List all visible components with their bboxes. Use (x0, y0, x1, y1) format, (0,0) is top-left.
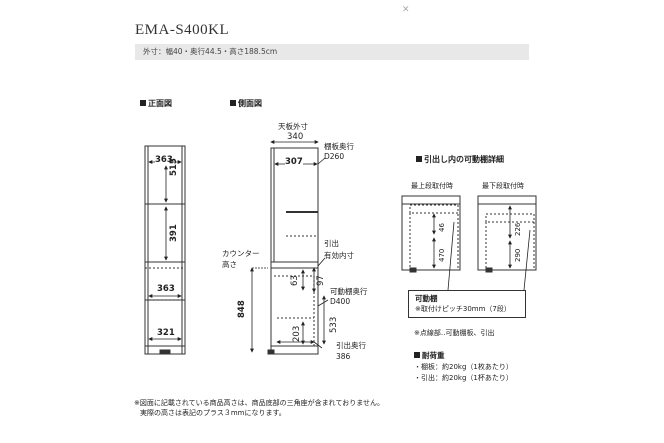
drawer-small: 203 (292, 325, 302, 342)
front-dimensions (148, 160, 182, 341)
detail-leaders (447, 221, 531, 291)
movable-shelf-label: 可動棚奥行 (330, 287, 368, 296)
drawer-h1: 63 (290, 275, 300, 286)
front-width-top: 363 (155, 155, 173, 165)
inner-width: 307 (285, 157, 303, 167)
box-title: 可動棚 (415, 294, 438, 303)
counter-label-2: 高さ (222, 260, 237, 269)
shelf-depth-value: D260 (324, 152, 345, 161)
top-dim-a: 46 (438, 223, 446, 232)
front-cabinet (144, 145, 186, 355)
counter-height: 848 (237, 300, 247, 318)
movable-shelf-depth: D400 (330, 297, 351, 306)
spec-bar: 外寸：幅40・奥行44.5・高さ188.5cm (135, 44, 529, 60)
drawer-inner-label-1: 引出 (324, 239, 339, 248)
box-subtitle: ※取付けピッチ30mm（7段） (415, 305, 511, 313)
lower-height: 533 (329, 316, 339, 333)
load-shelf: ・棚板：約20kg（1枚あたり） (414, 363, 513, 371)
drawer-depth-value: 386 (336, 352, 351, 361)
front-height-upper: 515 (169, 158, 179, 176)
load-drawer: ・引出：約20kg（1杯あたり） (414, 374, 513, 382)
drawer-inner-label-2: 有効内寸 (324, 251, 354, 260)
movable-shelf-box: 可動棚 ※取付けピッチ30mm（7段） (408, 290, 526, 318)
front-height-mid: 391 (169, 224, 179, 242)
dotted-note: ※点線部‥可動棚板、引出 (414, 329, 495, 337)
side-view-heading: 側面図 (230, 98, 262, 109)
top-board-width: 340 (287, 132, 304, 142)
counter-label-1: カウンター (222, 249, 260, 258)
drawer-depth-label: 引出奥行 (336, 341, 366, 350)
detail-heading: 引出し内の可動棚詳細 (416, 154, 504, 165)
product-title: EMA-S400KL (135, 22, 230, 38)
detail-top-position (401, 195, 461, 273)
detail-bottom-position (477, 195, 537, 273)
top-position-label: 最上段取付時 (411, 182, 453, 190)
top-dim-b: 470 (438, 248, 446, 262)
footnote-line2: 実際の高さは表記のプラス３mmになります。 (140, 409, 286, 417)
drawer-h2: 97 (316, 275, 326, 286)
front-width-drawer: 363 (157, 284, 175, 294)
side-dimensions (250, 140, 329, 353)
front-width-bottom: 321 (157, 328, 175, 338)
bottom-dim-b: 290 (514, 248, 522, 262)
top-board-label: 天板外寸 (278, 122, 308, 131)
side-cabinet (267, 147, 319, 355)
bottom-dim-a: 226 (514, 222, 522, 236)
footnote-line1: ※図面に記載されている商品高さは、商品底部の三角座が含まれておりません。 (134, 399, 385, 407)
front-view-heading: 正面図 (140, 98, 172, 109)
bottom-position-label: 最下段取付時 (482, 182, 524, 190)
load-heading: 耐荷重 (414, 350, 445, 361)
close-icon[interactable]: ✕ (402, 5, 410, 15)
shelf-depth-label: 棚板奥行 (324, 142, 354, 151)
